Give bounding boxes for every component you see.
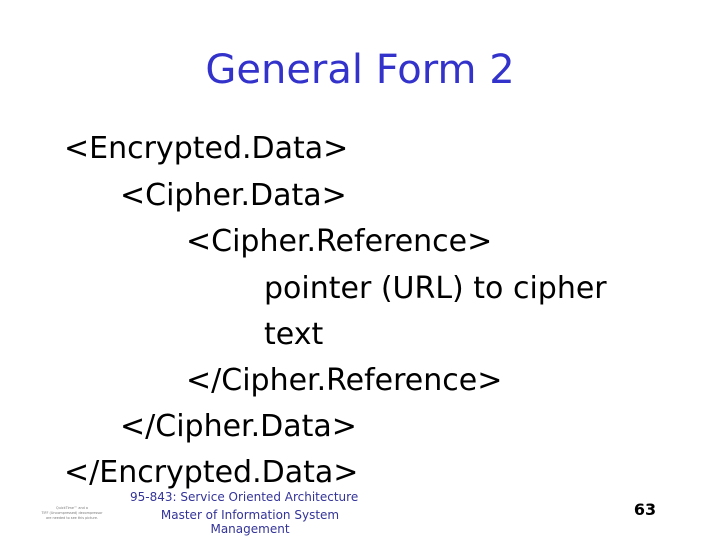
placeholder-line-1: QuickTime™ and a bbox=[56, 506, 88, 510]
code-line-text: text bbox=[264, 317, 324, 352]
code-line-cipher-reference-close: </Cipher.Reference> bbox=[186, 363, 503, 398]
code-line-pointer-text: pointer (URL) to cipher bbox=[264, 271, 607, 306]
code-line-cipher-data-open: <Cipher.Data> bbox=[120, 178, 347, 213]
footer-program: Master of Information System Management bbox=[160, 508, 340, 536]
code-line-encrypted-data-close: </Encrypted.Data> bbox=[64, 455, 359, 490]
placeholder-line-3: are needed to see this picture. bbox=[45, 516, 99, 520]
quicktime-image-placeholder: QuickTime™ and a TIFF (Uncompressed) dec… bbox=[33, 506, 111, 522]
footer-course: 95-843: Service Oriented Architecture bbox=[130, 490, 359, 504]
slide-title: General Form 2 bbox=[205, 47, 515, 93]
code-line-cipher-data-close: </Cipher.Data> bbox=[120, 409, 357, 444]
slide-number: 63 bbox=[633, 500, 657, 519]
placeholder-line-2: TIFF (Uncompressed) decompressor bbox=[41, 511, 103, 515]
code-line-encrypted-data-open: <Encrypted.Data> bbox=[64, 131, 349, 166]
code-line-cipher-reference-open: <Cipher.Reference> bbox=[186, 224, 493, 259]
